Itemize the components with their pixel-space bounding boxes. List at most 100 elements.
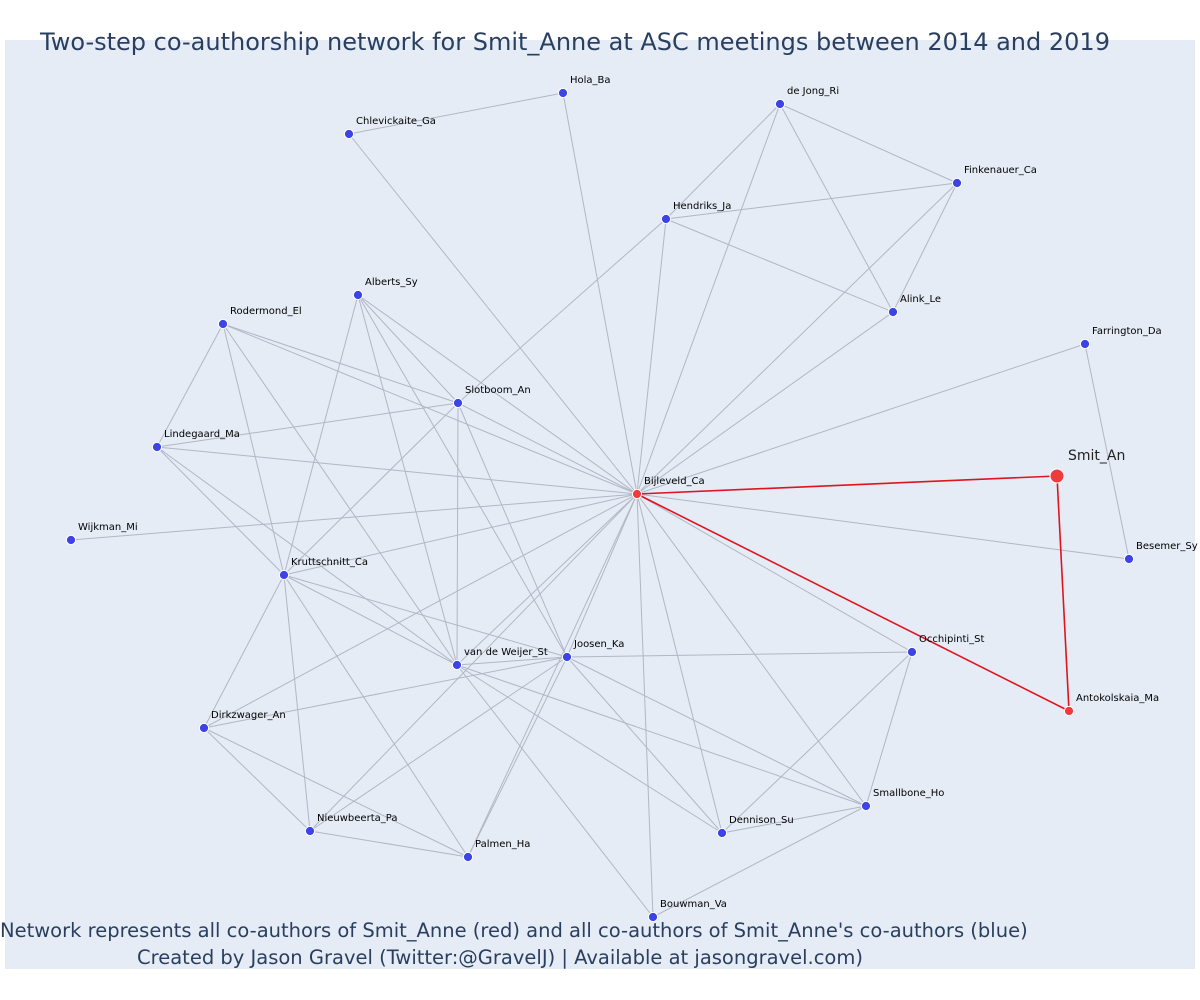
node-occhipinti-st[interactable] <box>906 646 918 658</box>
edge-lindegaard-ma-kruttschnitt-ca <box>156 446 285 576</box>
edge-joosen-ka-dennison-su <box>566 656 723 834</box>
edge-joosen-ka-occhipinti-st <box>566 651 913 658</box>
edge-palmen-ha-bijleveld-ca <box>467 493 638 858</box>
edge-rodermond-el-lindegaard-ma <box>156 323 224 448</box>
edge-lindegaard-ma-van-de-weijer-st <box>156 446 458 666</box>
node-dirkzwager-an[interactable] <box>198 722 210 734</box>
edge-farrington-da-bijleveld-ca <box>636 343 1086 495</box>
node-smit-an[interactable] <box>1049 468 1065 484</box>
node-joosen-ka[interactable] <box>561 651 573 663</box>
edge-joosen-ka-bijleveld-ca <box>566 493 638 658</box>
edge-slotboom-an-van-de-weijer-st <box>456 402 459 666</box>
edge-lindegaard-ma-bijleveld-ca <box>156 446 638 495</box>
node-nieuwbeerta-pa[interactable] <box>304 825 316 837</box>
edge-dennison-su-smallbone-ho <box>721 805 867 834</box>
node-label-alberts-sy: Alberts_Sy <box>365 277 418 288</box>
node-hendriks-ja[interactable] <box>660 213 672 225</box>
node-label-palmen-ha: Palmen_Ha <box>475 839 530 850</box>
edge-wijkman-mi-bijleveld-ca <box>70 493 638 541</box>
edge-alberts-sy-joosen-ka <box>357 294 568 658</box>
edge-de-jong-ri-bijleveld-ca <box>636 103 781 495</box>
node-finkenauer-ca[interactable] <box>951 177 963 189</box>
edge-finkenauer-ca-bijleveld-ca <box>636 182 958 495</box>
node-van-de-weijer-st[interactable] <box>451 659 463 671</box>
edge-nieuwbeerta-pa-bijleveld-ca <box>309 493 638 832</box>
node-hola-ba[interactable] <box>557 87 569 99</box>
edge-occhipinti-st-bijleveld-ca <box>636 493 913 653</box>
edge-smallbone-ho-bijleveld-ca <box>636 493 867 807</box>
edge-joosen-ka-dirkzwager-an <box>203 656 568 729</box>
edge-slotboom-an-lindegaard-ma <box>156 402 459 448</box>
node-smallbone-ho[interactable] <box>860 800 872 812</box>
node-label-wijkman-mi: Wijkman_Mi <box>78 522 138 533</box>
node-alberts-sy[interactable] <box>352 289 364 301</box>
edge-van-de-weijer-st-bouwman-va <box>456 664 654 918</box>
edge-layer <box>70 92 1130 918</box>
node-palmen-ha[interactable] <box>462 851 474 863</box>
edge-joosen-ka-palmen-ha <box>467 656 568 858</box>
node-label-hola-ba: Hola_Ba <box>570 75 611 86</box>
node-de-jong-ri[interactable] <box>774 98 786 110</box>
ego-edge-bijleveld-ca-antokolskaia-ma <box>636 493 1070 712</box>
node-label-de-jong-ri: de Jong_Ri <box>787 86 839 97</box>
edge-van-de-weijer-st-dennison-su <box>456 664 723 834</box>
node-wijkman-mi[interactable] <box>65 534 77 546</box>
edge-alberts-sy-slotboom-an <box>357 294 459 404</box>
node-label-smit-an: Smit_An <box>1068 448 1125 464</box>
ego-edge-layer <box>636 475 1070 712</box>
edge-alberts-sy-van-de-weijer-st <box>357 294 458 666</box>
edge-smallbone-ho-bouwman-va <box>652 805 867 918</box>
node-layer <box>65 87 1135 923</box>
edge-van-de-weijer-st-joosen-ka <box>456 656 568 666</box>
ego-edge-smit-an-antokolskaia-ma <box>1056 475 1070 712</box>
node-label-besemer-sy: Besemer_Sy <box>1136 541 1198 552</box>
node-farrington-da[interactable] <box>1079 338 1091 350</box>
node-label-nieuwbeerta-pa: Nieuwbeerta_Pa <box>317 813 397 824</box>
edge-hendriks-ja-slotboom-an <box>457 218 667 404</box>
node-antokolskaia-ma[interactable] <box>1063 705 1075 717</box>
node-label-chlevickaite-ga: Chlevickaite_Ga <box>356 116 436 127</box>
node-kruttschnitt-ca[interactable] <box>278 569 290 581</box>
node-chlevickaite-ga[interactable] <box>343 128 355 140</box>
edge-chlevickaite-ga-bijleveld-ca <box>348 133 638 495</box>
edge-van-de-weijer-st-bijleveld-ca <box>456 493 638 666</box>
edge-bouwman-va-bijleveld-ca <box>636 493 654 918</box>
edge-slotboom-an-kruttschnitt-ca <box>283 402 459 576</box>
edge-kruttschnitt-ca-van-de-weijer-st <box>283 574 458 666</box>
edge-finkenauer-ca-alink-le <box>892 182 958 313</box>
node-slotboom-an[interactable] <box>452 397 464 409</box>
node-alink-le[interactable] <box>887 306 899 318</box>
edge-nieuwbeerta-pa-palmen-ha <box>309 830 469 858</box>
edge-joosen-ka-smallbone-ho <box>566 656 867 807</box>
edge-kruttschnitt-ca-dirkzwager-an <box>203 574 285 729</box>
node-label-lindegaard-ma: Lindegaard_Ma <box>164 429 240 440</box>
edge-hendriks-ja-finkenauer-ca <box>665 182 958 220</box>
ego-edge-smit-an-bijleveld-ca <box>636 475 1058 495</box>
edge-kruttschnitt-ca-bijleveld-ca <box>283 493 638 576</box>
node-dennison-su[interactable] <box>716 827 728 839</box>
edge-slotboom-an-bijleveld-ca <box>457 402 638 495</box>
edge-rodermond-el-slotboom-an <box>222 323 459 404</box>
node-rodermond-el[interactable] <box>217 318 229 330</box>
caption-line-2: Created by Jason Gravel (Twitter:@Gravel… <box>137 946 863 969</box>
node-label-dennison-su: Dennison_Su <box>729 815 794 826</box>
node-label-dirkzwager-an: Dirkzwager_An <box>211 710 286 721</box>
edge-hendriks-ja-bijleveld-ca <box>636 218 667 495</box>
edge-de-jong-ri-alink-le <box>779 103 894 313</box>
node-label-occhipinti-st: Occhipinti_St <box>919 634 984 645</box>
edge-besemer-sy-bijleveld-ca <box>636 493 1130 560</box>
edge-van-de-weijer-st-smallbone-ho <box>456 664 867 807</box>
edge-hola-ba-chlevickaite-ga <box>348 92 564 135</box>
node-besemer-sy[interactable] <box>1123 553 1135 565</box>
edge-rodermond-el-van-de-weijer-st <box>222 323 458 666</box>
node-bouwman-va[interactable] <box>647 911 659 923</box>
edge-kruttschnitt-ca-nieuwbeerta-pa <box>283 574 311 832</box>
edge-dennison-su-bijleveld-ca <box>636 493 723 834</box>
node-bijleveld-ca[interactable] <box>631 488 643 500</box>
node-label-kruttschnitt-ca: Kruttschnitt_Ca <box>291 557 368 568</box>
node-lindegaard-ma[interactable] <box>151 441 163 453</box>
edge-hendriks-ja-alink-le <box>665 218 894 313</box>
edge-dirkzwager-an-bijleveld-ca <box>203 493 638 729</box>
node-label-finkenauer-ca: Finkenauer_Ca <box>964 165 1037 176</box>
